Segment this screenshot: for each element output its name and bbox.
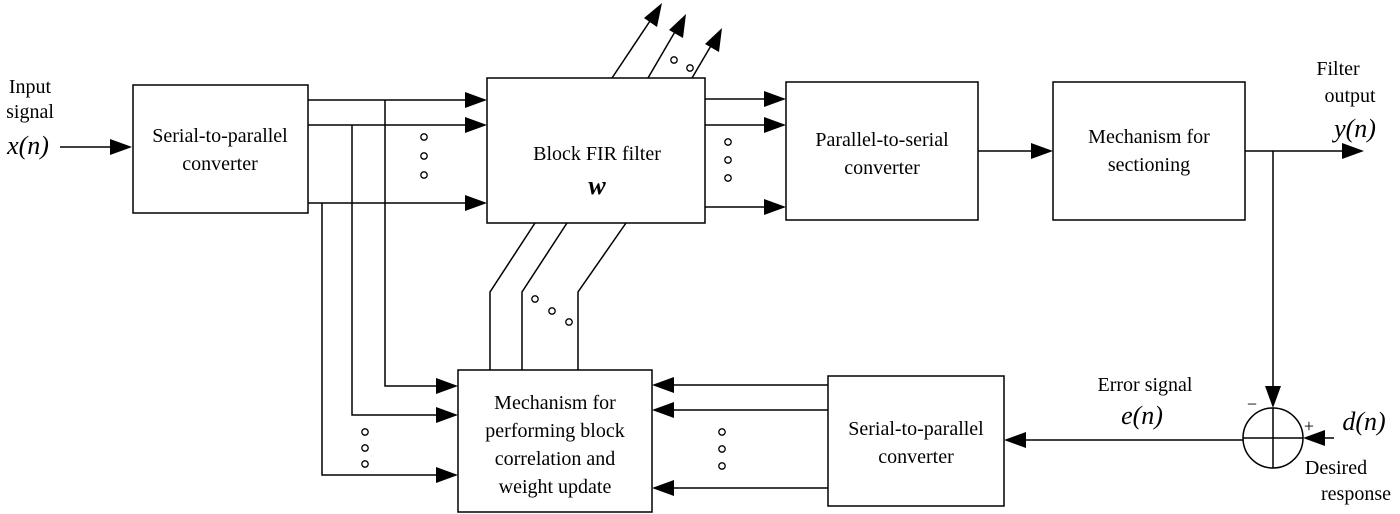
mech-line4: weight update	[499, 476, 612, 498]
error-symbol: e(n)	[1121, 401, 1163, 430]
ps-line2: converter	[844, 157, 920, 179]
input-label-line1: Input	[9, 76, 52, 98]
mech-line1: Mechanism for	[494, 392, 616, 414]
mech-line2: performing block	[485, 420, 624, 442]
filter-output: Filter output y(n)	[1245, 58, 1376, 408]
serial-to-parallel-converter-bottom: Serial-to-parallel converter	[827, 375, 1005, 507]
summing-junction: − +	[1242, 394, 1314, 469]
weight-update-paths	[489, 222, 627, 370]
minus-sign: −	[1247, 394, 1257, 414]
plus-sign: +	[1304, 416, 1314, 436]
error-signal: Error signal e(n)	[1004, 374, 1243, 448]
desired-response: d(n) Desired response	[1303, 407, 1391, 505]
error-label: Error signal	[1098, 374, 1193, 396]
ps-line1: Parallel-to-serial	[815, 129, 949, 151]
mech-line3: correlation and	[495, 448, 616, 470]
sp-bot-line2: converter	[878, 446, 954, 468]
sect-line2: sectioning	[1108, 154, 1190, 176]
input-symbol: x(n)	[6, 131, 49, 160]
desired-label-line1: Desired	[1305, 457, 1367, 479]
sect-line1: Mechanism for	[1088, 126, 1210, 148]
input-signal: Input signal x(n)	[6, 76, 132, 160]
sp-bot-line1: Serial-to-parallel	[848, 418, 984, 440]
sectioning-mechanism: Mechanism for sectioning	[1052, 81, 1246, 221]
parallel-to-serial-converter: Parallel-to-serial converter	[785, 81, 979, 221]
desired-symbol: d(n)	[1342, 407, 1385, 436]
sp-top-line1: Serial-to-parallel	[152, 125, 288, 147]
input-taps-to-mechanism	[321, 100, 458, 483]
sp-to-fir-connections	[308, 92, 487, 211]
input-label-line2: signal	[6, 101, 54, 123]
block-fir-filter: Block FIR filter w	[486, 77, 706, 224]
desired-label-line2: response	[1321, 483, 1391, 505]
ps-to-sectioning	[978, 143, 1053, 159]
fir-label: Block FIR filter	[533, 143, 661, 165]
output-label-line2: output	[1324, 85, 1376, 107]
arrowhead	[110, 139, 132, 155]
error-taps-to-mechanism	[652, 377, 828, 496]
weight-update-mechanism: Mechanism for performing block correlati…	[457, 369, 653, 513]
output-symbol: y(n)	[1331, 114, 1376, 143]
fir-to-ps-connections	[705, 91, 786, 215]
serial-to-parallel-converter-top: Serial-to-parallel converter	[132, 84, 309, 214]
output-label-line1: Filter	[1316, 58, 1360, 80]
fir-weight-symbol: w	[588, 171, 606, 200]
fir-weight-output-arrows	[611, 3, 722, 79]
sp-top-line2: converter	[182, 153, 258, 175]
